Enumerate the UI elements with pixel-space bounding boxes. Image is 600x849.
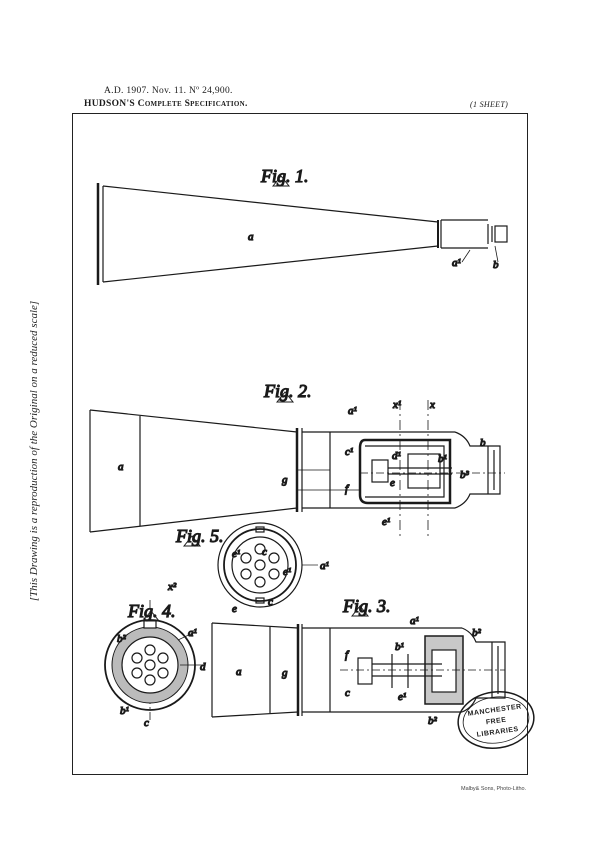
label-g: g <box>282 667 288 679</box>
stamp-line-2: FREE <box>485 717 506 727</box>
label-e: e <box>390 477 395 489</box>
label-c1: c¹ <box>345 446 353 458</box>
label-x2: x² <box>167 581 177 593</box>
label-b: b <box>493 259 499 271</box>
label-b2: b² <box>428 715 438 727</box>
figure-3-label: Fig. 3. <box>342 596 391 616</box>
label-c: c <box>262 546 267 558</box>
label-a: a <box>248 231 254 243</box>
label-e1: e¹ <box>283 566 291 578</box>
label-f: f <box>345 483 350 495</box>
label-a1: a¹ <box>348 405 357 417</box>
label-a1: a¹ <box>452 257 461 269</box>
label-d: d <box>200 661 206 673</box>
label-b: b <box>480 437 486 449</box>
label-c: c <box>268 596 273 608</box>
label-x1: x¹ <box>392 399 401 411</box>
label-a1: a¹ <box>320 560 329 572</box>
label-a1: a¹ <box>410 615 419 627</box>
label-g: g <box>282 474 288 486</box>
figure-4-cross-section <box>104 600 205 720</box>
stamp-line-1: MANCHESTER <box>467 703 522 718</box>
figure-5-label: Fig. 5. <box>175 526 224 546</box>
label-a1: a¹ <box>188 627 197 639</box>
figure-1-label: Fig. 1. <box>260 166 309 186</box>
lithographer-credit: Malby& Sons, Photo-Litho. <box>461 786 527 792</box>
library-stamp: MANCHESTER FREE LIBRARIES <box>457 691 535 749</box>
label-b1: b¹ <box>120 705 129 717</box>
label-e1: e¹ <box>382 516 390 528</box>
label-b1: b¹ <box>438 453 447 465</box>
stamp-line-3: LIBRARIES <box>476 726 519 739</box>
label-d1: d¹ <box>392 450 401 462</box>
figure-3-section <box>211 622 506 718</box>
label-a: a <box>236 666 242 678</box>
drawing-frame <box>72 113 528 775</box>
figure-1-horn <box>96 183 508 285</box>
label-c: c <box>345 687 350 699</box>
header-spec-type: Complete Specification. <box>137 99 248 109</box>
label-c: c <box>144 717 149 729</box>
label-x: x <box>429 399 435 411</box>
figure-2-label: Fig. 2. <box>263 381 312 401</box>
label-b1: b¹ <box>395 641 404 653</box>
label-b2: b² <box>117 633 127 645</box>
header-line-2: HUDSON'S Complete Specification. <box>84 99 248 109</box>
header-line-1: A.D. 1907. Nov. 11. Nº 24,900. <box>104 86 233 96</box>
label-a: a <box>118 461 124 473</box>
label-e: e <box>232 603 237 615</box>
header-sheet-count: (1 SHEET) <box>470 100 509 109</box>
figure-2-section <box>89 400 505 540</box>
header-applicant: HUDSON'S <box>84 99 135 109</box>
label-e1: e¹ <box>398 691 406 703</box>
label-b2: b² <box>472 627 482 639</box>
figure-5-end-view <box>217 522 318 608</box>
label-e1: e¹ <box>232 548 240 560</box>
label-b3: b³ <box>460 469 470 481</box>
label-f: f <box>345 649 350 661</box>
